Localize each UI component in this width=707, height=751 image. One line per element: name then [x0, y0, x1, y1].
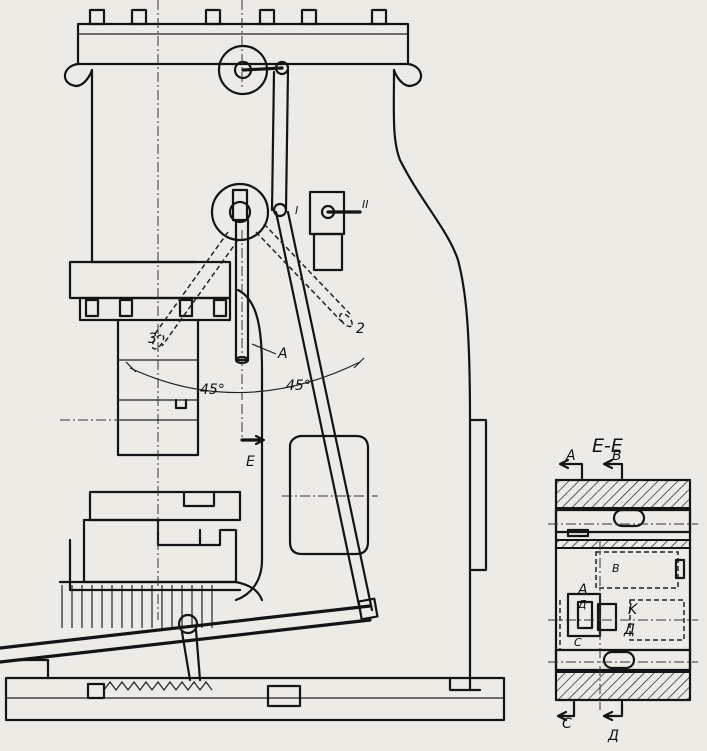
hammer-frame [0, 8, 506, 722]
angle-arcs [125, 230, 365, 400]
section-label-B-inner: B [612, 562, 620, 575]
section-label-B-top: B [612, 448, 622, 464]
label-section-E: E [246, 454, 255, 470]
link-rod [274, 210, 374, 612]
section-label-D-bottom: Д [607, 728, 619, 744]
section-label-D-right: Д [623, 622, 635, 638]
flange-bolts [84, 298, 228, 318]
pedal-linkage [86, 613, 213, 700]
middle-crank [210, 182, 270, 242]
section-view [548, 458, 698, 722]
anvil-ribs [61, 585, 213, 628]
label-angle-right: 45° [286, 378, 311, 394]
vertical-rod [270, 68, 290, 212]
top-bolts [88, 8, 388, 26]
label-position-2: 2 [356, 321, 365, 337]
section-label-C-inner: C [574, 636, 582, 649]
label-position-I: I [295, 204, 298, 217]
lever-ghost-positions [151, 223, 353, 350]
section-label-D-mid: Д [577, 598, 587, 611]
section-title: E-E [592, 435, 623, 457]
label-angle-left: 45° [200, 382, 225, 398]
valve-block [308, 190, 362, 272]
section-label-C-bottom: C [562, 716, 572, 732]
section-label-A-top: A [565, 448, 576, 464]
section-label-A-mid: A [577, 582, 588, 598]
section-label-K: K [628, 602, 639, 618]
label-lever-A: A [277, 346, 288, 362]
label-position-II: II [362, 198, 369, 211]
upper-crank [217, 44, 290, 96]
section-cut-E [240, 404, 266, 446]
label-position-3: 3 [148, 331, 157, 347]
